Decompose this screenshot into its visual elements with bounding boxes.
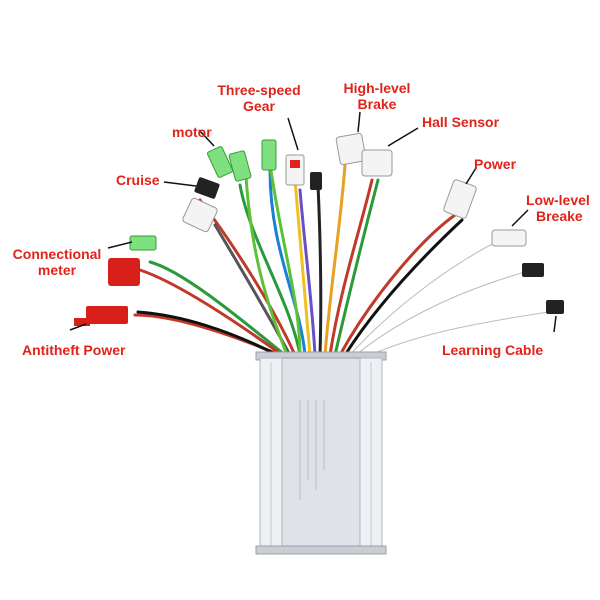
connector-hall [361, 149, 393, 177]
connector-cruise [194, 177, 220, 199]
label-antitheft-power: Antitheft Power [22, 342, 126, 358]
label-low-level-breake-line1: Low-level [526, 192, 590, 208]
label-low-level-breake-line2: Breake [536, 208, 583, 224]
connector-three-speed [285, 154, 305, 186]
connector-meter [129, 235, 157, 251]
label-high-level-brake-line2: Brake [357, 96, 397, 112]
label-motor: motor [172, 124, 212, 140]
label-three-speed-gear-line2: Gear [243, 98, 275, 114]
label-connectional-meter-line2: meter [37, 262, 77, 278]
pointer-lines [69, 111, 557, 333]
connector-motor [206, 146, 252, 182]
connector-black-small [310, 172, 322, 190]
connector-low-brake [491, 229, 527, 247]
connector-antitheft [74, 306, 128, 326]
connector-green-top [261, 139, 277, 171]
label-three-speed-gear-line1: Three-speed [217, 82, 301, 98]
connector-black-right [522, 263, 544, 277]
label-connectional-meter-line1: Connectional [12, 246, 102, 262]
connector-power [443, 179, 477, 219]
label-low-level-breake: Low-level Breake [526, 192, 590, 224]
connector-high-brake [335, 132, 367, 166]
connector-white-left [182, 197, 218, 233]
label-three-speed-gear: Three-speed Gear [214, 82, 304, 114]
label-hall-sensor: Hall Sensor [422, 114, 500, 130]
controller-box [255, 351, 387, 555]
wire-bundle [133, 148, 550, 364]
label-high-level-brake: High-level Brake [334, 80, 420, 112]
connector-red-large [108, 258, 140, 286]
label-connectional-meter: Connectional meter [4, 246, 110, 278]
label-power: Power [474, 156, 517, 172]
connector-learning [546, 300, 564, 314]
label-cruise: Cruise [116, 172, 160, 188]
label-high-level-brake-line1: High-level [343, 80, 411, 96]
label-learning-cable: Learning Cable [442, 342, 544, 358]
